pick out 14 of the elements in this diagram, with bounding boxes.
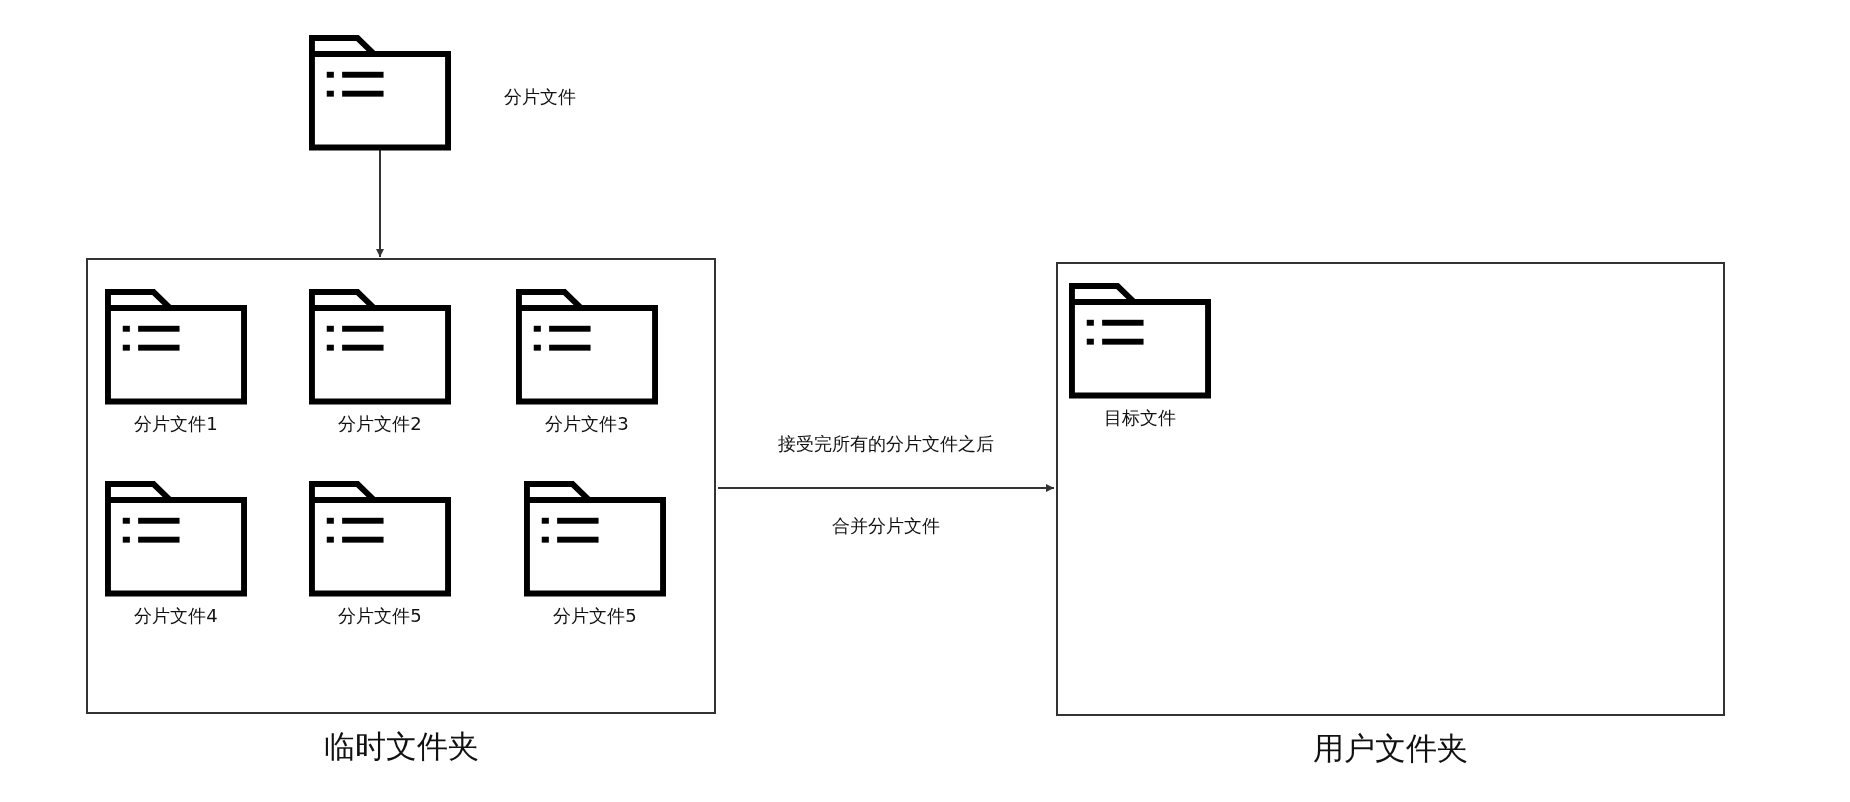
note-label: 合并分片文件 — [831, 514, 941, 538]
file-name: 分片文件3 — [544, 412, 630, 436]
frame-title: 临时文件夹 — [322, 727, 480, 766]
arrow — [717, 484, 1055, 492]
edge-label: 接受完所有的分片文件之后 — [777, 432, 995, 456]
frame-title: 用户文件夹 — [1312, 729, 1469, 768]
file-name: 分片文件 — [504, 85, 576, 109]
file-name: 分片文件5 — [552, 604, 638, 628]
file-name: 目标文件 — [1103, 406, 1177, 430]
file-name: 分片文件2 — [337, 412, 423, 436]
arrow — [376, 149, 384, 258]
file-name: 分片文件1 — [133, 412, 219, 436]
file-name: 分片文件4 — [133, 604, 219, 628]
file-name: 分片文件5 — [337, 604, 423, 628]
